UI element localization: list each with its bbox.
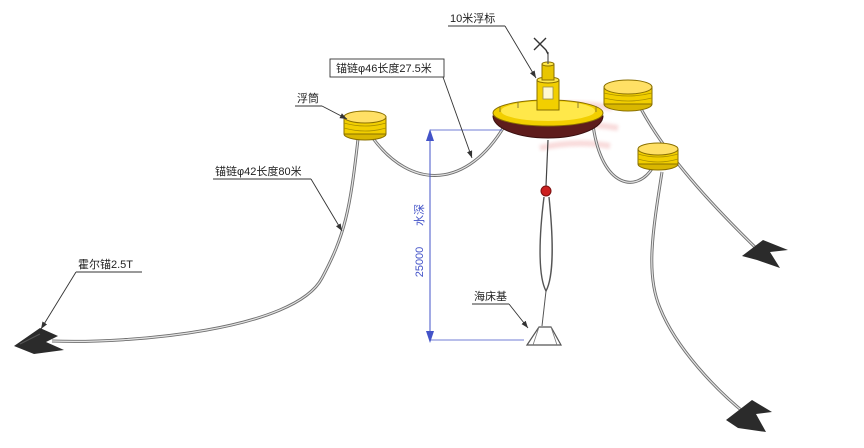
- sinker-ball: [540, 185, 552, 197]
- leader-float-barrel: [321, 105, 348, 120]
- chain-upper-barrel-to-right-anchor: [638, 105, 762, 254]
- anchor-right: [742, 240, 788, 268]
- leader-seabed-base: [508, 303, 529, 329]
- label-depth-value: 25000: [414, 247, 426, 278]
- anchor-bottom-left: [14, 328, 64, 354]
- callout-seabed-base: 海床基: [472, 289, 529, 329]
- float-barrel-lower-right: [637, 142, 679, 171]
- callout-chain-42: 锚链φ42长度80米: [213, 164, 343, 232]
- chain-lower-barrel-to-bottom-anchor: [650, 170, 748, 416]
- chain-buoy-to-left-barrel: [370, 123, 507, 177]
- center-mooring: [525, 139, 563, 346]
- label-seabed-base: 海床基: [474, 289, 507, 303]
- label-chain-42: 锚链φ42长度80米: [215, 164, 302, 178]
- buoy-drop-line: [545, 139, 549, 187]
- label-water-depth: 水深: [413, 204, 426, 226]
- seabed-base: [525, 326, 563, 346]
- main-buoy: [492, 37, 604, 139]
- antenna-cross-icon: [533, 37, 549, 55]
- leader-buoy: [504, 25, 537, 79]
- float-barrel-upper-right: [603, 79, 653, 112]
- label-10m-buoy: 10米浮标: [450, 11, 495, 25]
- callout-chain-46: 锚链φ46长度27.5米: [329, 58, 473, 159]
- float-barrel-left: [343, 110, 387, 141]
- callout-hall-anchor: 霍尔锚2.5T: [40, 257, 142, 330]
- leader-hall-anchor: [40, 271, 77, 330]
- dimension-arrow-down: [426, 331, 434, 343]
- dimension-water-depth: 水深 25000: [413, 129, 524, 343]
- anchor-bottom-right: [726, 400, 772, 432]
- leader-chain-46: [442, 76, 473, 159]
- tower-window: [542, 86, 554, 100]
- leader-chain-42: [310, 178, 343, 232]
- label-chain-46: 锚链φ46长度27.5米: [336, 61, 432, 75]
- callout-float-barrel: 浮筒: [295, 91, 348, 120]
- dimension-arrow-up: [426, 129, 434, 141]
- label-box: [329, 58, 445, 78]
- chain-left-barrel-to-anchor: [50, 137, 360, 343]
- rope-loop: [539, 196, 553, 293]
- seabed-drop-line: [541, 290, 547, 327]
- label-hall-anchor: 霍尔锚2.5T: [78, 257, 133, 271]
- label-float-barrel: 浮筒: [297, 91, 319, 105]
- deck-railing: [499, 102, 597, 112]
- callout-buoy: 10米浮标: [448, 11, 537, 79]
